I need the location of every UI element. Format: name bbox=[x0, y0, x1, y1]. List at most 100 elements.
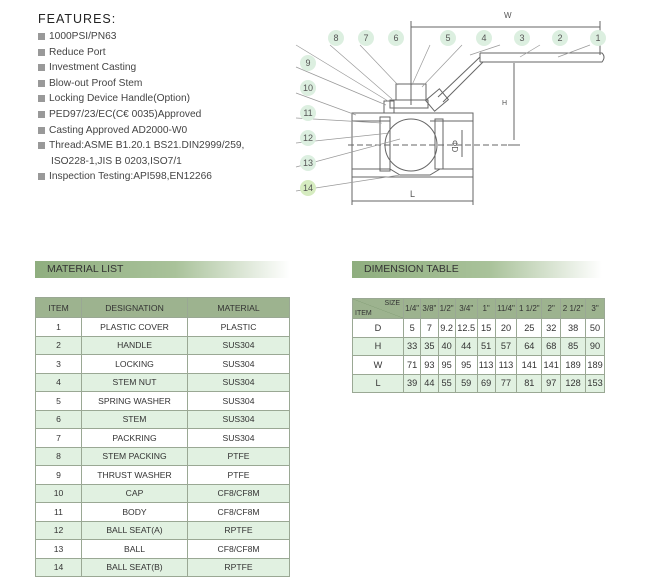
col-header-designation: DESIGNATION bbox=[81, 297, 188, 318]
feature-item: ISO228-1,JIS B 0203,ISO7/1 bbox=[37, 154, 244, 170]
cell-value: 97 bbox=[541, 373, 562, 393]
size-header: 3" bbox=[585, 298, 605, 319]
callout-9: 9 bbox=[300, 55, 316, 71]
cell-value: 39 bbox=[402, 373, 422, 393]
feature-item: Casting Approved AD2000-W0 bbox=[37, 123, 244, 139]
callout-number: 4 bbox=[481, 33, 486, 43]
cell-value: 15 bbox=[476, 318, 496, 338]
cell-value: 189 bbox=[585, 355, 605, 375]
callout-circle bbox=[300, 155, 316, 171]
cell-material: SUS304 bbox=[187, 391, 290, 411]
callout-number: 10 bbox=[303, 83, 313, 93]
cell-value: 71 bbox=[402, 355, 422, 375]
bullet-icon bbox=[38, 110, 45, 118]
callout-4: 4 bbox=[476, 30, 492, 46]
cell-value: 40 bbox=[437, 336, 456, 356]
cell-value: 81 bbox=[516, 373, 543, 393]
callout-circle bbox=[300, 80, 316, 96]
cell-value: 55 bbox=[437, 373, 456, 393]
cell-value: 90 bbox=[585, 336, 605, 356]
bullet-icon bbox=[38, 126, 45, 134]
cell-item: W bbox=[352, 355, 404, 375]
cell-item: 4 bbox=[35, 372, 82, 392]
feature-item: Thread:ASME B1.20.1 BS21.DIN2999/259, bbox=[37, 138, 244, 154]
cell-item: 2 bbox=[35, 335, 82, 355]
callout-circle bbox=[552, 30, 568, 46]
callout-13: 13 bbox=[300, 155, 316, 171]
cell-value: 141 bbox=[516, 355, 543, 375]
callout-circle bbox=[358, 30, 374, 46]
size-header: 1/2" bbox=[437, 298, 456, 319]
cell-value: 64 bbox=[516, 336, 543, 356]
cell-item: 7 bbox=[35, 428, 82, 448]
size-header: 2 1/2" bbox=[560, 298, 587, 319]
size-header: 3/4" bbox=[454, 298, 478, 319]
callout-2: 2 bbox=[552, 30, 568, 46]
size-header: 1" bbox=[476, 298, 496, 319]
callout-circle bbox=[300, 130, 316, 146]
feature-item: Blow-out Proof Stem bbox=[37, 76, 244, 92]
cell-item: 11 bbox=[35, 502, 82, 522]
callout-number: 12 bbox=[303, 133, 313, 143]
cell-value: 85 bbox=[560, 336, 587, 356]
cell-designation: LOCKING bbox=[81, 354, 188, 374]
callout-number: 6 bbox=[393, 33, 398, 43]
callout-circle bbox=[440, 30, 456, 46]
col-header-item: ITEM bbox=[35, 297, 82, 318]
feature-item: Locking Device Handle(Option) bbox=[37, 91, 244, 107]
size-header: 3/8" bbox=[420, 298, 439, 319]
cell-value: 59 bbox=[454, 373, 478, 393]
callout-number: 5 bbox=[445, 33, 450, 43]
cell-item: 14 bbox=[35, 557, 82, 577]
bullet-icon bbox=[38, 48, 45, 56]
cell-designation: BALL SEAT(B) bbox=[81, 557, 188, 577]
features-title: FEATURES: bbox=[38, 12, 117, 26]
cell-designation: SPRING WASHER bbox=[81, 391, 188, 411]
cell-item: 12 bbox=[35, 520, 82, 540]
bullet-icon bbox=[38, 173, 45, 181]
cell-material: SUS304 bbox=[187, 372, 290, 392]
cell-value: 7 bbox=[420, 318, 439, 338]
cell-designation: PLASTIC COVER bbox=[81, 317, 188, 337]
cell-designation: STEM PACKING bbox=[81, 446, 188, 466]
feature-text: Inspection Testing:API598,EN12266 bbox=[49, 171, 212, 183]
callout-14: 14 bbox=[300, 180, 316, 196]
cell-value: 69 bbox=[476, 373, 496, 393]
cell-material: CF8/CF8M bbox=[187, 502, 290, 522]
cell-value: 33 bbox=[402, 336, 422, 356]
cell-item: 3 bbox=[35, 354, 82, 374]
feature-text: Reduce Port bbox=[49, 46, 106, 58]
cell-value: 128 bbox=[560, 373, 587, 393]
cell-value: 189 bbox=[560, 355, 587, 375]
callout-5: 5 bbox=[440, 30, 456, 46]
cell-item: 1 bbox=[35, 317, 82, 337]
cell-item: D bbox=[352, 318, 404, 338]
cell-material: CF8/CF8M bbox=[187, 483, 290, 503]
callout-6: 6 bbox=[388, 30, 404, 46]
cell-value: 77 bbox=[494, 373, 518, 393]
cell-value: 50 bbox=[585, 318, 605, 338]
cell-value: 20 bbox=[494, 318, 518, 338]
cell-material: SUS304 bbox=[187, 409, 290, 429]
feature-text: ISO228-1,JIS B 0203,ISO7/1 bbox=[51, 155, 182, 167]
callout-circle bbox=[300, 55, 316, 71]
callout-number: 11 bbox=[303, 108, 312, 118]
cell-value: 51 bbox=[476, 336, 496, 356]
cell-value: 35 bbox=[420, 336, 439, 356]
cell-material: SUS304 bbox=[187, 354, 290, 374]
cell-designation: PACKRING bbox=[81, 428, 188, 448]
cell-value: 44 bbox=[420, 373, 439, 393]
cell-value: 93 bbox=[420, 355, 439, 375]
cell-value: 68 bbox=[541, 336, 562, 356]
